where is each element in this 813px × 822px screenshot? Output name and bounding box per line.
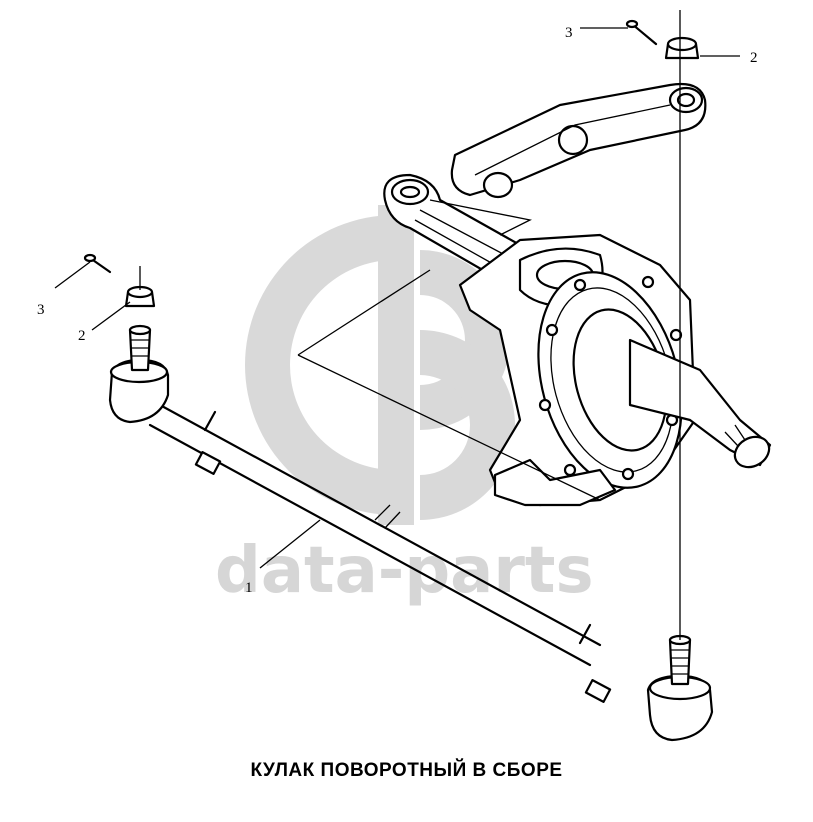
callout-nut-left: 2	[78, 328, 86, 344]
steering-arm	[450, 82, 707, 199]
right-cotter-pin	[625, 19, 658, 46]
diagram-caption: КУЛАК ПОВОРОТНЫЙ В СБОРЕ	[250, 760, 563, 781]
watermark-text: data-parts	[215, 534, 594, 608]
callout-nut-right: 2	[750, 50, 758, 66]
knuckle-arm	[383, 173, 522, 282]
leader-lines	[54, 27, 740, 569]
spindle	[628, 338, 772, 469]
right-ball-joint	[646, 634, 714, 742]
left-nut	[124, 266, 156, 308]
left-cotter-pin	[83, 253, 112, 274]
left-ball-joint	[108, 324, 170, 424]
callout-cotter-left: 3	[37, 302, 45, 318]
tie-rod	[148, 403, 612, 703]
knuckle-body	[458, 233, 697, 507]
callout-tie-rod: 1	[245, 580, 253, 596]
callout-cotter-right: 3	[565, 25, 573, 41]
right-nut	[664, 36, 700, 60]
